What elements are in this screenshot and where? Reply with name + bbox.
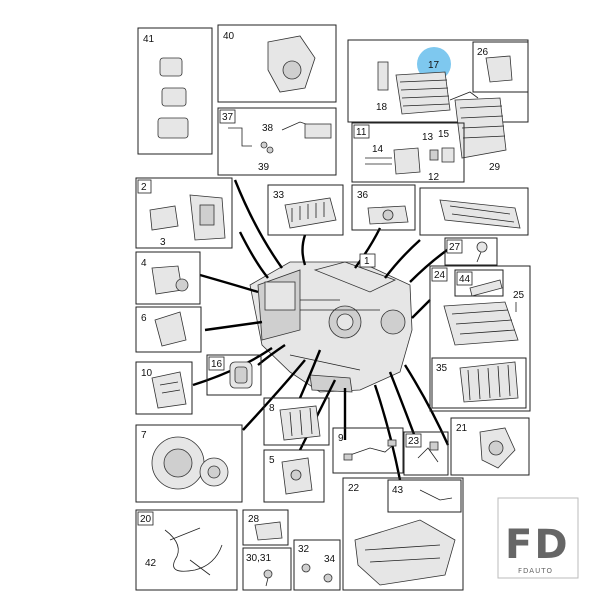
part-box-5: 5: [263, 449, 325, 503]
part-box-36: 36: [351, 184, 416, 231]
part-box-24: 24 44 25 35: [429, 265, 531, 412]
part-box-19: [419, 187, 529, 236]
part-box-23: 23: [403, 431, 449, 476]
label-37: 37: [222, 112, 234, 123]
label-12: 12: [428, 172, 440, 183]
part-box-8: 8: [263, 397, 330, 446]
label-33: 33: [273, 190, 285, 201]
assembly-label-1: 1: [359, 253, 376, 268]
label-35: 35: [436, 363, 448, 374]
label-23: 23: [408, 436, 420, 447]
label-32: 32: [298, 544, 310, 555]
label-22: 22: [348, 483, 360, 494]
label-36: 36: [357, 190, 369, 201]
label-3: 3: [160, 237, 166, 248]
part-box-16: 16: [206, 354, 262, 396]
part-box-9: 9: [332, 427, 404, 474]
part-box-28: 28: [242, 509, 289, 546]
label-38: 38: [262, 123, 274, 134]
part-box-37: 37 38 39: [217, 107, 337, 176]
label-7: 7: [141, 430, 147, 441]
label-25: 25: [513, 290, 525, 301]
label-44: 44: [459, 274, 471, 285]
part-box-41: 41: [137, 27, 213, 155]
label-43: 43: [392, 485, 404, 496]
label-20: 20: [140, 514, 152, 525]
part-box-30-31: 30,31: [242, 547, 292, 591]
label-1: 1: [364, 256, 370, 267]
label-28: 28: [248, 514, 260, 525]
part-box-11: 11 14 13 15 12: [351, 122, 465, 183]
part-box-10: 10: [135, 361, 193, 415]
part-box-32-34: 32 34: [293, 539, 341, 591]
label-29: 29: [489, 162, 501, 173]
part-box-6: 6: [135, 306, 202, 353]
label-10: 10: [141, 368, 153, 379]
label-2: 2: [141, 182, 147, 193]
part-box-22: 22 43: [342, 477, 464, 591]
label-34: 34: [324, 554, 336, 565]
logo-mark: FD: [505, 522, 570, 568]
label-5: 5: [269, 455, 275, 466]
part-box-27: 27: [444, 237, 498, 266]
fdauto-logo: FD FDAUTO: [497, 497, 579, 579]
part-box-7: 7: [135, 424, 243, 503]
part-box-20: 20 42: [135, 509, 238, 591]
label-6: 6: [141, 313, 147, 324]
label-27: 27: [449, 242, 461, 253]
central-hvac-assembly: [249, 261, 413, 393]
label-39: 39: [258, 162, 270, 173]
label-41: 41: [143, 34, 155, 45]
assembly-arrows: [192, 179, 451, 481]
label-18: 18: [376, 102, 388, 113]
part-box-33: 33: [267, 184, 344, 236]
part-box-17-29: 17 18 26 29: [347, 39, 529, 173]
label-13: 13: [422, 132, 434, 143]
label-4: 4: [141, 258, 147, 269]
label-30-31: 30,31: [246, 553, 271, 564]
part-box-40: 40: [217, 24, 337, 103]
label-11: 11: [356, 127, 367, 138]
label-40: 40: [223, 31, 235, 42]
label-9: 9: [338, 433, 344, 444]
label-21: 21: [456, 423, 468, 434]
logo-wordmark: FDAUTO: [518, 567, 553, 575]
label-14: 14: [372, 144, 384, 155]
part-box-21: 21: [450, 417, 530, 476]
label-26: 26: [477, 47, 489, 58]
part-box-4: 4: [135, 251, 201, 305]
label-15: 15: [438, 129, 450, 140]
label-17: 17: [428, 60, 440, 71]
label-8: 8: [269, 403, 275, 414]
label-24: 24: [434, 270, 446, 281]
part-box-2: 2 3: [135, 177, 233, 249]
label-16: 16: [211, 359, 223, 370]
label-42: 42: [145, 558, 157, 569]
